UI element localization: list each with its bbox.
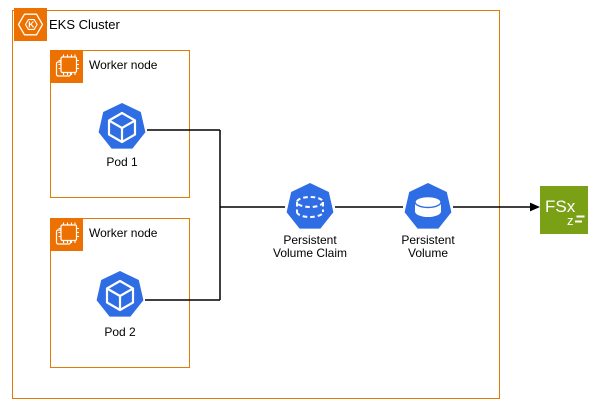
- pvc-label-line1: Persistent: [283, 233, 337, 247]
- cpu-chip-icon: [50, 218, 83, 251]
- pv-label-line2: Volume: [407, 246, 449, 260]
- fsx-icon-subscript: z: [567, 213, 574, 228]
- pod-2-label: Pod 2: [104, 325, 136, 339]
- pv-label-line1: Persistent: [401, 233, 455, 247]
- worker-node-1-label: Worker node: [89, 58, 158, 72]
- fsx-icon-text: FSx: [545, 197, 576, 216]
- pv-label: Persistent Volume: [368, 234, 488, 260]
- pvc-label-line2: Volume Claim: [272, 246, 348, 260]
- pod-1-label: Pod 1: [106, 155, 138, 169]
- fsx-icon-dashes: [575, 215, 585, 223]
- pod-2-icon: [96, 271, 144, 317]
- worker-node-2-label: Worker node: [89, 226, 158, 240]
- eks-icon: K: [14, 8, 47, 41]
- cpu-chip-icon: [50, 50, 83, 83]
- persistent-volume-icon: [404, 183, 452, 229]
- eks-cluster-box: [12, 10, 500, 399]
- arrowhead-icon: [530, 202, 540, 212]
- pod-1-icon: [98, 103, 146, 149]
- fsx-icon: FSx z: [540, 186, 588, 234]
- eks-icon-letter: K: [28, 20, 35, 30]
- cluster-label: EKS Cluster: [49, 17, 120, 32]
- pvc-label: Persistent Volume Claim: [250, 234, 370, 260]
- persistent-volume-claim-icon: [286, 183, 334, 229]
- worker-node-1-box: [50, 50, 190, 198]
